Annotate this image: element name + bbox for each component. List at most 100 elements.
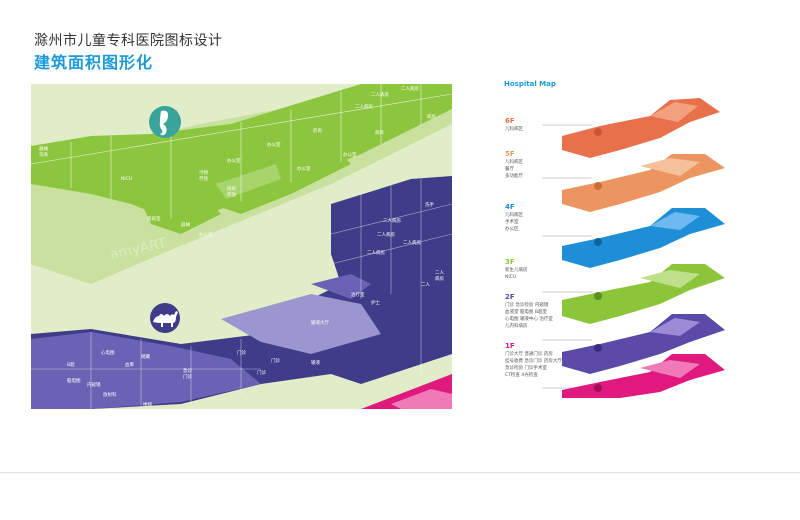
room-label: 儿科病区 [505, 160, 523, 165]
svg-text:存放: 存放 [199, 175, 208, 182]
room-label: 脑电图 [519, 310, 534, 315]
room-label: 内窥镜 [534, 303, 549, 308]
svg-text:NICU: NICU [121, 176, 132, 182]
svg-text:楼梯: 楼梯 [143, 401, 152, 408]
svg-text:办公室: 办公室 [227, 157, 241, 164]
room-label: CT检查 [505, 373, 520, 378]
svg-text:二人: 二人 [421, 282, 430, 288]
hospital-map-title: Hospital Map [504, 80, 556, 88]
svg-text:办公室: 办公室 [199, 231, 213, 238]
floor-3f-rooms: 新生儿病房 NICU [505, 267, 528, 281]
floor-5f-rooms: 儿科病区 餐厅 多功能厅 [505, 159, 523, 180]
floor-5f-plan [562, 154, 725, 212]
room-label: 办公区 [505, 227, 519, 232]
room-label: NICU [505, 275, 517, 280]
svg-text:脑电图: 脑电图 [67, 377, 81, 384]
room-label: 急诊检验 [505, 366, 523, 371]
svg-text:办公室: 办公室 [297, 165, 311, 172]
room-label: X光检查 [521, 373, 538, 378]
room-label: 门诊手术室 [524, 366, 547, 371]
room-label: 血液室 [505, 310, 519, 315]
floor-label-1f: 1F [505, 342, 515, 350]
floor-3f-plan [562, 264, 725, 324]
svg-text:值班室: 值班室 [147, 215, 161, 222]
room-label: 挂号收费 [505, 359, 523, 364]
room-label: 药房 [543, 352, 553, 357]
svg-text:输液: 输液 [311, 359, 320, 366]
svg-text:二人病房: 二人病房 [371, 91, 389, 98]
svg-text:二人病房: 二人病房 [403, 239, 421, 246]
svg-text:放射科: 放射科 [103, 391, 117, 398]
svg-text:值班: 值班 [227, 185, 236, 192]
svg-text:内窥镜: 内窥镜 [87, 381, 101, 388]
svg-text:门诊: 门诊 [257, 369, 266, 376]
svg-text:储藏: 储藏 [141, 353, 150, 360]
floor-label-3f: 3F [505, 258, 515, 266]
room-label: 新生儿病房 [505, 268, 528, 273]
svg-text:污物: 污物 [199, 169, 208, 176]
svg-text:二人病房: 二人病房 [377, 231, 395, 238]
bottom-divider [0, 472, 800, 473]
room-label: 心电图 [505, 317, 519, 322]
floor-2f-plan [562, 314, 725, 374]
svg-text:办公室: 办公室 [343, 151, 357, 158]
svg-text:B超: B超 [67, 361, 75, 368]
floor-4f-rooms: 儿科病区 手术室 办公区 [505, 212, 523, 233]
room-label: 输液中心 [519, 317, 538, 322]
svg-text:办公室: 办公室 [267, 141, 281, 148]
room-label: 餐厅 [505, 167, 514, 172]
svg-text:门诊: 门诊 [237, 349, 246, 356]
svg-text:药房: 药房 [313, 127, 322, 134]
svg-text:器械: 器械 [39, 145, 48, 152]
room-label: 治疗室 [539, 317, 553, 322]
room-label: 急诊检验 [515, 303, 534, 308]
svg-text:二人病房: 二人病房 [401, 85, 419, 92]
room-label: 手术室 [505, 220, 519, 225]
floor-stack [500, 78, 790, 398]
floor-label-6f: 6F [505, 117, 515, 125]
svg-text:门诊: 门诊 [183, 373, 192, 380]
svg-text:二人病房: 二人病房 [367, 249, 385, 256]
floor-6f-plan [562, 98, 720, 158]
svg-text:急诊: 急诊 [183, 367, 192, 374]
svg-text:存放: 存放 [227, 191, 236, 198]
floor-1f-plan [562, 354, 725, 398]
floor-label-2f: 2F [505, 293, 515, 301]
page-title: 滁州市儿童专科医院图标设计 [34, 33, 223, 49]
room-label: B超室 [534, 310, 547, 315]
floor-stack-svg [542, 98, 725, 398]
floor-label-5f: 5F [505, 150, 515, 158]
svg-text:二人病房: 二人病房 [383, 217, 401, 224]
svg-text:输液大厅: 输液大厅 [311, 319, 329, 326]
svg-text:病房: 病房 [435, 275, 444, 282]
camel-icon [150, 303, 180, 333]
svg-text:洗涤: 洗涤 [39, 151, 48, 158]
svg-text:心电图: 心电图 [101, 349, 115, 356]
room-label: 药房大厅 [543, 359, 562, 364]
room-label: 普通门诊 [524, 352, 543, 357]
svg-text:二人: 二人 [435, 270, 444, 276]
room-label: 门诊大厅 [505, 352, 523, 357]
room-label: 儿科病区 [505, 127, 523, 132]
seahorse-icon [149, 106, 181, 138]
svg-text:血库: 血库 [125, 361, 134, 368]
svg-text:器械: 器械 [181, 221, 190, 228]
floor-1f-rooms: 门诊大厅 普通门诊 药房 挂号收费 急诊门诊 药房大厅 急诊检验 门诊手术室 C… [505, 351, 567, 379]
svg-text:门诊: 门诊 [271, 357, 280, 364]
floor-4f-plan [562, 208, 725, 268]
room-label: 儿内科病房 [505, 324, 528, 329]
svg-text:护士: 护士 [371, 299, 380, 306]
svg-text:治疗室: 治疗室 [351, 291, 365, 298]
floor-2f-rooms: 门诊 急诊检验 内窥镜 血液室 脑电图 B超室 心电图 输液中心 治疗室 儿内科… [505, 302, 565, 330]
floor-label-4f: 4F [505, 203, 515, 211]
room-label: 急诊门诊 [524, 359, 543, 364]
svg-text:病房: 病房 [427, 113, 436, 120]
room-label: 多功能厅 [505, 174, 523, 179]
svg-text:二人病房: 二人病房 [355, 103, 373, 110]
svg-text:病房: 病房 [375, 129, 384, 136]
svg-text:洗手: 洗手 [425, 201, 434, 208]
page-subtitle: 建筑面积图形化 [34, 53, 154, 72]
room-label: 儿科病区 [505, 213, 523, 218]
floor-6f-rooms: 儿科病区 [505, 126, 523, 133]
